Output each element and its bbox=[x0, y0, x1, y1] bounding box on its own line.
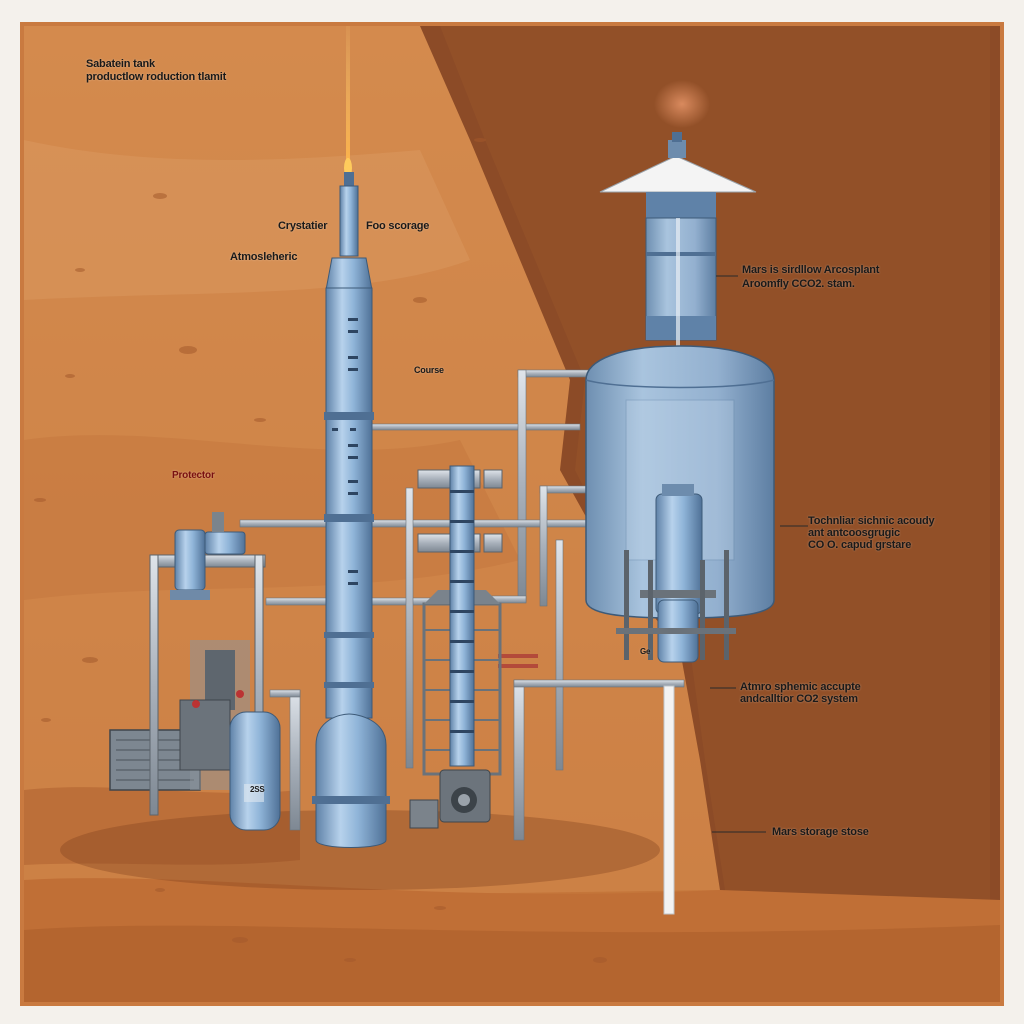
label-foo-storage: Foo scorage bbox=[366, 220, 430, 232]
label-protector: Protector bbox=[172, 470, 215, 481]
label-crystallizer: Crystatier bbox=[278, 220, 328, 232]
label-tank-small: Ge bbox=[640, 647, 651, 656]
flare-beam bbox=[346, 26, 350, 176]
middle-column bbox=[409, 465, 502, 829]
protector-skid bbox=[109, 512, 281, 831]
label-technician-3: CO O. capud grstare bbox=[808, 539, 912, 551]
label-small-tank: 2SS bbox=[250, 785, 265, 794]
co2-storage-tank bbox=[585, 80, 775, 663]
leader-lines bbox=[710, 275, 808, 833]
vent-smoke bbox=[654, 80, 710, 128]
label-technician-1: Tochnliar sichnic acoudy bbox=[808, 515, 935, 527]
label-atmospheric-capture-1: Atmro sphemic accupte bbox=[740, 681, 861, 693]
label-mars-plant-1: Mars is sirdllow Arcosplant bbox=[742, 264, 880, 276]
label-atmospheric-capture-2: andcalltior CO2 system bbox=[740, 693, 858, 705]
label-atmospheric: Atmosleheric bbox=[230, 251, 298, 263]
label-mars-plant-2: Aroomfly CCO2. stam. bbox=[742, 278, 855, 290]
title-line-2: productlow roduction tlamit bbox=[86, 71, 227, 83]
tall-column-tower bbox=[312, 172, 390, 848]
label-course: Course bbox=[414, 365, 444, 375]
label-mars-storage: Mars storage stose bbox=[772, 826, 869, 838]
label-technician-2: ant antcoosgrugic bbox=[808, 527, 900, 539]
storage-riser-pipe bbox=[663, 685, 675, 915]
title-line-1: Sabatein tank bbox=[86, 58, 155, 70]
